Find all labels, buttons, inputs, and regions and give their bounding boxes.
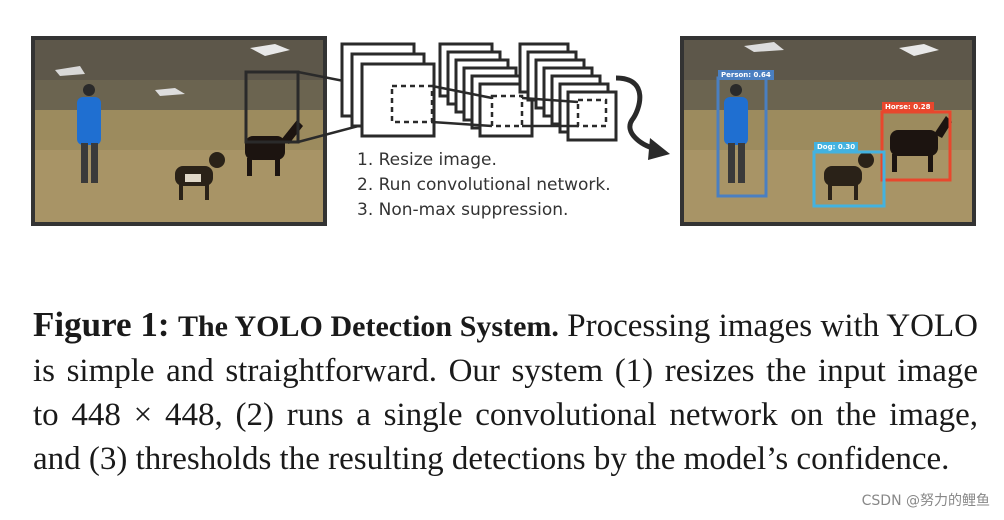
detection-label-person: Person: 0.64 <box>718 70 774 80</box>
dog-box <box>812 150 886 208</box>
input-image <box>31 36 327 226</box>
detection-label-horse: Horse: 0.28 <box>882 102 934 112</box>
caption-label: Figure 1: <box>33 305 170 344</box>
input-scene <box>35 40 323 222</box>
caption-title: The YOLO Detection System. <box>177 310 559 343</box>
crop-region <box>244 70 300 144</box>
figure-caption: Figure 1: The YOLO Detection System. Pro… <box>33 303 978 481</box>
detection-label-dog: Dog: 0.30 <box>814 142 859 152</box>
caption-text: Processing images with YOLO is simple an… <box>33 308 979 477</box>
yolo-figure: Person: 0.64 Horse: 0.28 Dog: 0.30 1. Re… <box>0 0 1004 240</box>
step-resize: 1. Resize image. <box>357 150 497 170</box>
pipeline-steps: 1. Resize image. 2. Run convolutional ne… <box>357 148 611 223</box>
horse-box <box>880 110 952 182</box>
cnn-layers <box>340 42 618 142</box>
step-convnet: 2. Run convolutional network. <box>357 175 611 195</box>
step-nms: 3. Non-max suppression. <box>357 200 569 220</box>
pipeline-diagram <box>244 42 670 160</box>
watermark: CSDN @努力的鲤鱼 <box>861 493 990 509</box>
output-scene <box>684 40 972 222</box>
output-arrow <box>615 75 661 153</box>
output-image: Person: 0.64 Horse: 0.28 Dog: 0.30 <box>680 36 976 226</box>
